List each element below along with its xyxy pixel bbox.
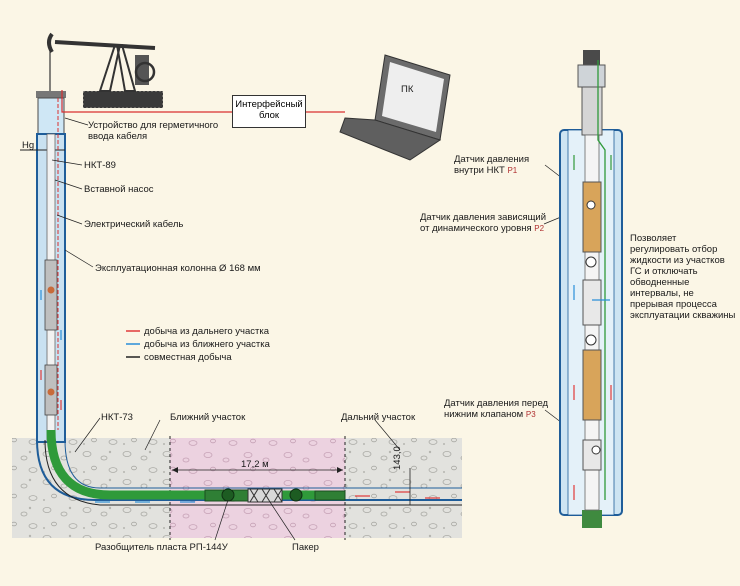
hg-label: Hg	[22, 140, 35, 151]
flow-arrows-detail	[573, 155, 612, 500]
detail-view-housing	[559, 50, 623, 528]
flow-arrows-horizontal	[40, 290, 440, 503]
nkt73-tubing-horizontal	[46, 429, 345, 500]
height-dimension-label: 143,0	[392, 446, 403, 470]
nkt89-label: НКТ-89	[84, 160, 116, 171]
sensor-p3-icon	[591, 445, 601, 455]
wellhead-flange	[36, 91, 66, 98]
packer-label: Пакер	[292, 542, 319, 553]
sealing-device-label-line2: ввода кабеля	[88, 131, 148, 142]
casing-label: Эксплуатационная колонна Ø 168 мм	[95, 263, 261, 274]
interface-block: Интерфейсный блок	[232, 95, 306, 128]
sensor-p3-label-line2: нижним клапаном P3	[444, 409, 536, 420]
cable-label: Электрический кабель	[84, 219, 184, 230]
sensor-p2-label-line1: Датчик давления зависящий	[420, 212, 547, 223]
horizontal-casing-top	[36, 439, 462, 501]
horizontal-casing-outline	[44, 439, 462, 506]
valve-icon	[47, 286, 55, 294]
sensor-p1-icon	[586, 200, 596, 210]
pump-jack-icon	[47, 32, 164, 109]
sensor-p1-label-line1: Датчик давления	[454, 154, 530, 165]
sealing-device-label-line1: Устройство для герметичного	[88, 120, 219, 131]
valve-icon	[585, 256, 597, 268]
laptop-icon	[339, 54, 451, 161]
length-dimension-label: 17,2 м	[241, 459, 269, 470]
legend-far-label: добыча из дальнего участка	[144, 326, 270, 337]
signal-cable	[61, 90, 232, 113]
near-section-label: Ближний участок	[170, 412, 246, 423]
tubing-end-segment	[314, 490, 346, 501]
far-section-label: Дальний участок	[341, 412, 416, 423]
packer-body	[247, 488, 283, 503]
interface-label-line1: Интерфейсный	[235, 99, 303, 110]
lower-valve-icon	[289, 488, 303, 502]
sensor-p1-label-line2: внутри НКТ P1	[454, 165, 518, 176]
horizontal-casing-bore	[64, 439, 462, 489]
downhole-pump-upper	[44, 259, 58, 331]
pc-label: ПК	[401, 84, 414, 95]
wellhead-body	[37, 97, 65, 135]
legend-joint-label: совместная добыча	[144, 352, 232, 363]
sensor-p2-label-line2: от динамического уровня P2	[420, 223, 545, 234]
legend-near-label: добыча из ближнего участка	[144, 339, 270, 350]
separator-valve-icon	[221, 488, 235, 502]
regulation-note: Позволяет регулировать отбор жидкости из…	[630, 233, 736, 321]
valve-icon	[585, 334, 597, 346]
interface-label-line2: блок	[258, 110, 280, 121]
pump-label: Вставной насос	[84, 184, 154, 195]
sensor-p3-label-line1: Датчик давления перед	[444, 398, 549, 409]
nkt73-label: НКТ-73	[101, 412, 133, 423]
valve-icon	[47, 388, 55, 396]
separator-label: Разобщитель пласта РП-144У	[95, 542, 228, 553]
